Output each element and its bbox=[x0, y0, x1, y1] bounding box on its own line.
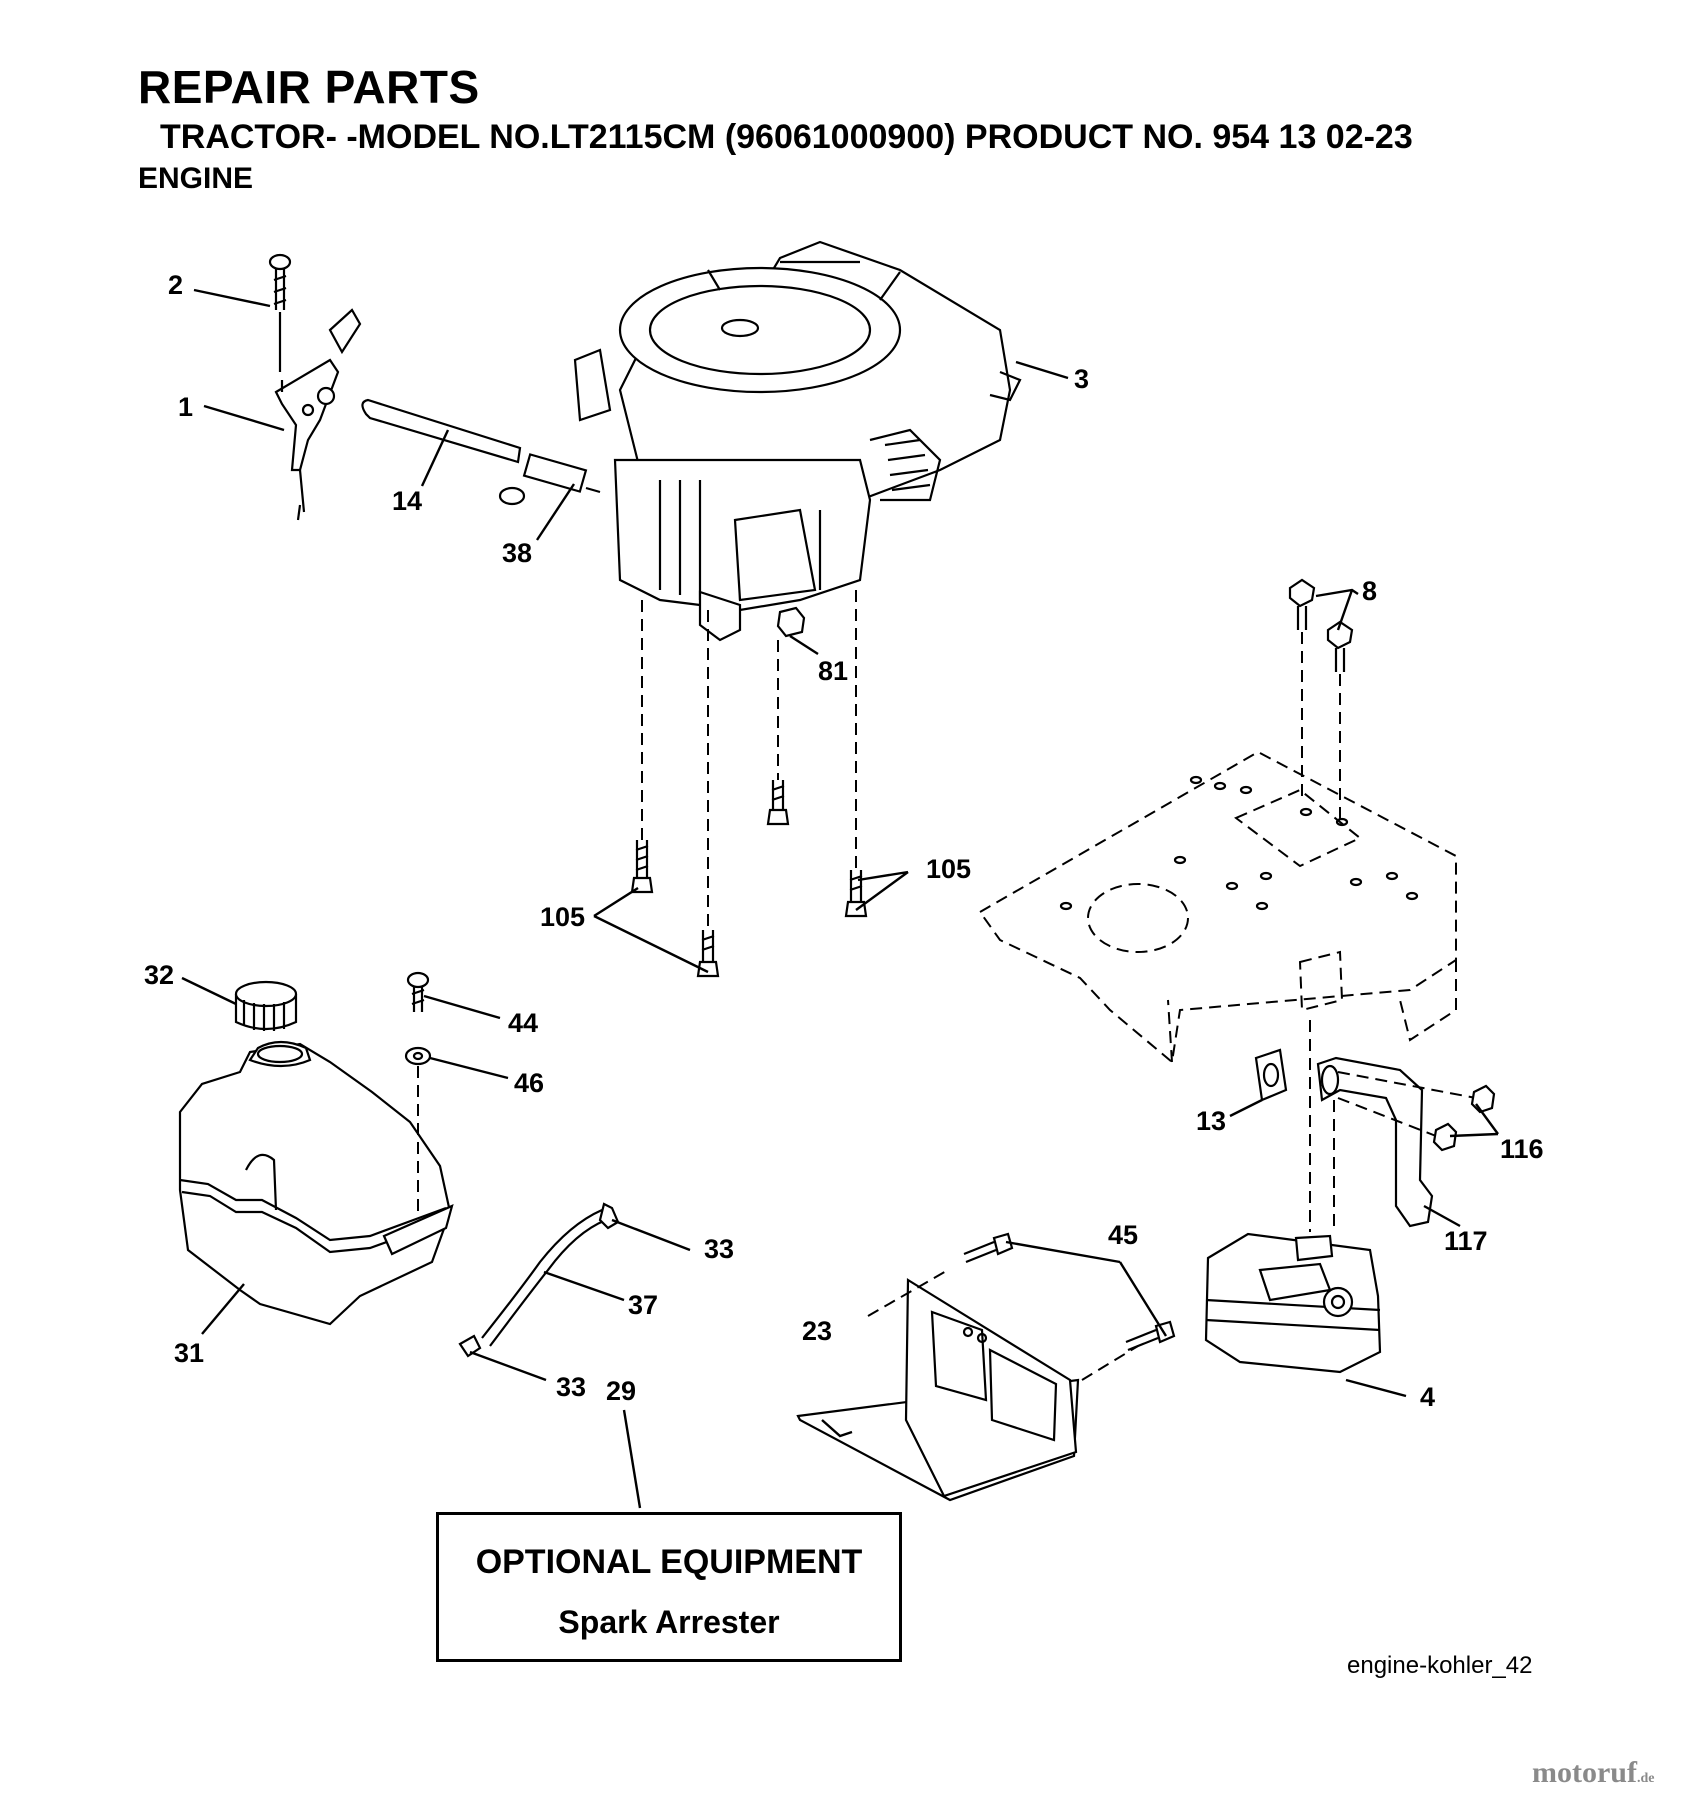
callout-4: 4 bbox=[1420, 1382, 1435, 1412]
fuel-tank-icon bbox=[178, 1040, 454, 1326]
hose-clamp-icon bbox=[458, 1202, 620, 1358]
callout-29: 29 bbox=[606, 1376, 636, 1406]
frame-icon bbox=[978, 750, 1457, 1064]
fuel-hose-icon bbox=[481, 1208, 607, 1347]
watermark-logo: motoruf.de bbox=[1532, 1756, 1654, 1790]
callout-37: 37 bbox=[628, 1290, 658, 1320]
watermark-suffix: .de bbox=[1636, 1771, 1655, 1786]
callout-14: 14 bbox=[392, 486, 422, 516]
callout-44: 44 bbox=[508, 1008, 538, 1038]
exhaust-pipe-icon bbox=[1316, 1056, 1434, 1228]
fuel-line-icon bbox=[361, 398, 522, 464]
callout-13: 13 bbox=[1196, 1106, 1226, 1136]
bolt-icon bbox=[630, 780, 868, 978]
callout-116: 116 bbox=[1500, 1134, 1544, 1164]
fuel-cap-icon bbox=[234, 980, 298, 1031]
callout-23: 23 bbox=[802, 1316, 832, 1346]
nut-icon bbox=[776, 606, 806, 638]
callout-33-top: 33 bbox=[704, 1234, 734, 1264]
optional-equipment-heading: OPTIONAL EQUIPMENT bbox=[475, 1543, 863, 1581]
fuel-fitting-icon bbox=[498, 453, 601, 506]
screw-icon bbox=[406, 971, 430, 1012]
model-subtitle: TRACTOR- -MODEL NO.LT2115CM (96061000900… bbox=[160, 118, 1413, 156]
watermark-main: motoruf bbox=[1532, 1756, 1637, 1789]
callout-32: 32 bbox=[144, 960, 174, 990]
callout-31: 31 bbox=[174, 1338, 204, 1368]
engine-icon bbox=[573, 240, 1022, 642]
screw-icon bbox=[963, 1232, 1176, 1352]
frame-holes bbox=[1059, 775, 1419, 911]
section-title: ENGINE bbox=[138, 162, 254, 195]
screw-icon bbox=[1288, 578, 1354, 672]
callout-8: 8 bbox=[1362, 576, 1377, 606]
callout-38: 38 bbox=[502, 538, 532, 568]
callout-46: 46 bbox=[514, 1068, 544, 1098]
callout-labels: 2 1 3 4 8 13 14 23 29 31 32 33 33 37 38 … bbox=[144, 270, 1544, 1412]
heat-shield-icon bbox=[796, 1278, 1080, 1502]
callout-105-left: 105 bbox=[540, 902, 585, 932]
callout-45: 45 bbox=[1108, 1220, 1138, 1250]
optional-equipment-box: OPTIONAL EQUIPMENT Spark Arrester bbox=[436, 1512, 902, 1662]
callout-2: 2 bbox=[168, 270, 183, 300]
callout-1: 1 bbox=[178, 392, 193, 422]
optional-equipment-item: Spark Arrester bbox=[558, 1604, 780, 1640]
callout-3: 3 bbox=[1074, 364, 1089, 394]
callout-105-right: 105 bbox=[926, 854, 971, 884]
throttle-bracket-icon bbox=[274, 308, 362, 521]
muffler-icon bbox=[1204, 1232, 1382, 1374]
callout-117: 117 bbox=[1444, 1226, 1488, 1256]
callout-81: 81 bbox=[818, 656, 848, 686]
screw-icon bbox=[268, 253, 292, 372]
washer-icon bbox=[404, 1046, 432, 1066]
nut-icon bbox=[1432, 1084, 1496, 1152]
image-id-label: engine-kohler_42 bbox=[1347, 1652, 1533, 1679]
gasket-icon bbox=[1254, 1048, 1288, 1102]
leader-lines bbox=[181, 288, 1499, 1509]
page-title: REPAIR PARTS bbox=[138, 61, 480, 113]
callout-33-bottom: 33 bbox=[556, 1372, 586, 1402]
